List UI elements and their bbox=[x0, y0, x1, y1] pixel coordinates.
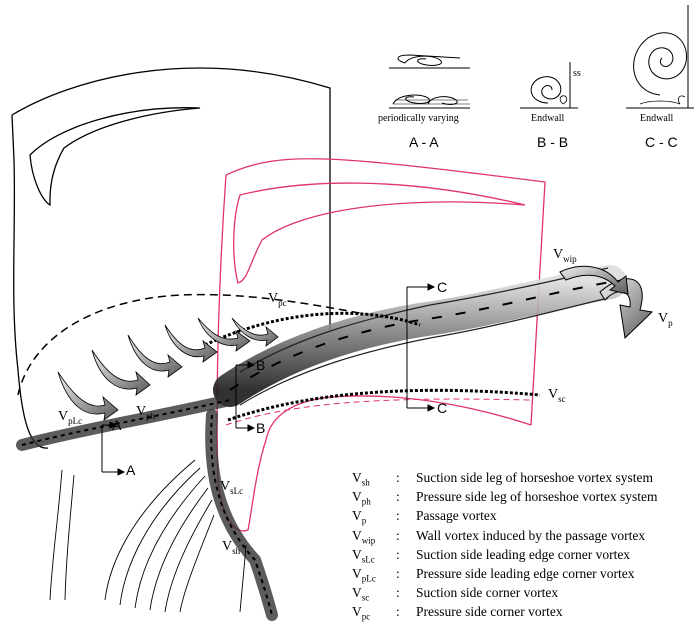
legend-symbol-sub: ph bbox=[362, 497, 371, 507]
legend-symbol: VsLc bbox=[352, 547, 396, 565]
legend-symbol-base: V bbox=[352, 566, 362, 581]
legend-symbol: Vp bbox=[352, 508, 396, 526]
section-a-label: A - A bbox=[409, 134, 439, 150]
section-b-caption: Endwall bbox=[531, 113, 565, 124]
legend-row: Vsh:Suction side leg of horseshoe vortex… bbox=[352, 470, 692, 489]
pressure-horseshoe-leg bbox=[22, 400, 230, 445]
legend-description: Suction side leading edge corner vortex bbox=[416, 547, 630, 563]
legend-symbol-sub: wip bbox=[362, 535, 376, 545]
legend-description: Suction side leg of horseshoe vortex sys… bbox=[416, 470, 653, 486]
cut-marker-a-top: A bbox=[112, 417, 122, 433]
section-c-caption: Endwall bbox=[640, 113, 674, 124]
legend-symbol-base: V bbox=[352, 528, 362, 543]
legend-colon: : bbox=[396, 489, 416, 505]
legend-symbol-base: V bbox=[352, 508, 362, 523]
legend-symbol-base: V bbox=[352, 489, 362, 504]
legend-symbol-base: V bbox=[352, 585, 362, 600]
cut-marker-c-bottom: C bbox=[437, 400, 447, 416]
legend-colon: : bbox=[396, 547, 416, 563]
legend-description: Pressure side corner vortex bbox=[416, 604, 563, 620]
legend-symbol: Vsh bbox=[352, 470, 396, 488]
legend-row: VsLc:Suction side leading edge corner vo… bbox=[352, 547, 692, 566]
legend-row: Vwip:Wall vortex induced by the passage … bbox=[352, 528, 692, 547]
legend-colon: : bbox=[396, 585, 416, 601]
legend-colon: : bbox=[396, 470, 416, 486]
label-v-sc: Vsc bbox=[548, 387, 566, 404]
legend-row: Vsc:Suction side corner vortex bbox=[352, 585, 692, 604]
section-a-caption: periodically varying bbox=[378, 113, 459, 124]
legend-symbol-sub: p bbox=[362, 516, 367, 526]
legend-symbol-sub: pc bbox=[362, 612, 371, 622]
legend-symbol: VpLc bbox=[352, 566, 396, 584]
label-v-ph: Vph bbox=[136, 404, 156, 421]
legend-colon: : bbox=[396, 508, 416, 524]
legend-description: Passage vortex bbox=[416, 508, 497, 524]
cut-marker-a-bottom: A bbox=[126, 462, 136, 478]
legend-symbol-sub: sc bbox=[362, 593, 370, 603]
cut-marker-c-top: C bbox=[437, 279, 447, 295]
section-b-side: ss bbox=[573, 68, 581, 79]
legend-symbol: Vsc bbox=[352, 585, 396, 603]
label-v-slc: VsLc bbox=[220, 479, 243, 496]
legend-description: Wall vortex induced by the passage vorte… bbox=[416, 528, 645, 544]
legend-symbol-base: V bbox=[352, 604, 362, 619]
section-c-c: Endwall C - C bbox=[626, 5, 694, 150]
section-c-label: C - C bbox=[645, 134, 678, 150]
label-v-wip: Vwip bbox=[553, 247, 577, 264]
suction-corner-vortex bbox=[228, 390, 540, 420]
legend-colon: : bbox=[396, 528, 416, 544]
legend-symbol-sub: sh bbox=[362, 478, 370, 488]
legend-row: Vpc:Pressure side corner vortex bbox=[352, 604, 692, 623]
cut-marker-b-top: B bbox=[256, 357, 265, 373]
label-v-plc: VpLc bbox=[58, 409, 82, 426]
legend-symbol: Vwip bbox=[352, 528, 396, 546]
legend-row: Vp:Passage vortex bbox=[352, 508, 692, 527]
cut-marker-b-bottom: B bbox=[256, 420, 265, 436]
section-b-label: B - B bbox=[537, 134, 568, 150]
blade-outline bbox=[12, 68, 330, 448]
legend-description: Suction side corner vortex bbox=[416, 585, 558, 601]
suction-leading-edge-vortex bbox=[211, 415, 272, 615]
label-v-p: Vp bbox=[658, 311, 673, 328]
legend: Vsh:Suction side leg of horseshoe vortex… bbox=[352, 470, 692, 624]
legend-symbol: Vpc bbox=[352, 604, 396, 622]
section-a-a: periodically varying A - A bbox=[378, 55, 470, 150]
section-b-b: ss Endwall B - B bbox=[520, 62, 581, 150]
legend-symbol: Vph bbox=[352, 489, 396, 507]
legend-colon: : bbox=[396, 604, 416, 620]
label-v-pc: Vpc bbox=[268, 291, 287, 308]
legend-symbol-sub: pLc bbox=[362, 574, 376, 584]
legend-description: Pressure side leading edge corner vortex bbox=[416, 566, 635, 582]
legend-description: Pressure side leg of horseshoe vortex sy… bbox=[416, 489, 657, 505]
legend-symbol-sub: sLc bbox=[362, 554, 375, 564]
legend-symbol-base: V bbox=[352, 470, 362, 485]
legend-symbol-base: V bbox=[352, 547, 362, 562]
legend-row: VpLc:Pressure side leading edge corner v… bbox=[352, 566, 692, 585]
legend-row: Vph:Pressure side leg of horseshoe vorte… bbox=[352, 489, 692, 508]
legend-colon: : bbox=[396, 566, 416, 582]
passage-vortex-ribbon bbox=[230, 268, 610, 405]
